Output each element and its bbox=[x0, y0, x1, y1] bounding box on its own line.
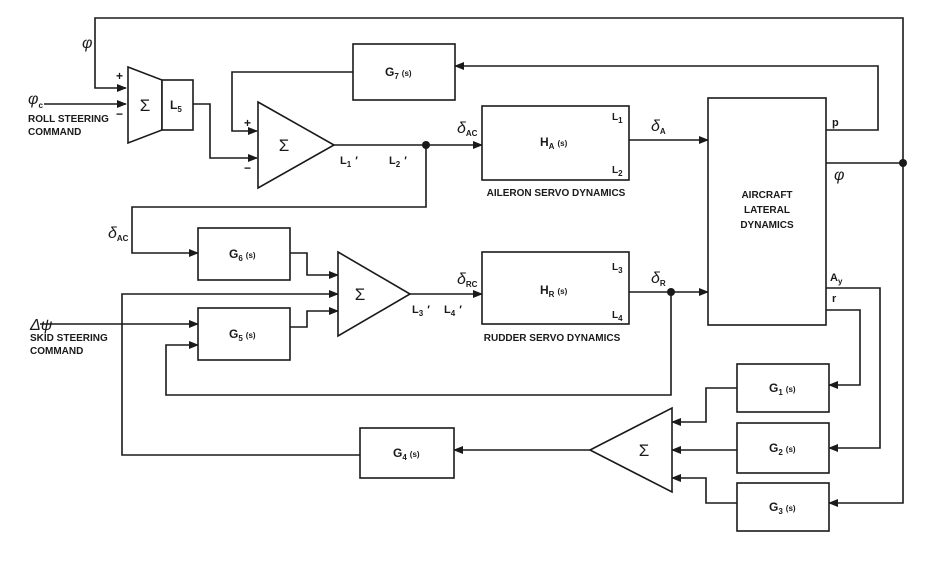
g2-label: G2(s) bbox=[769, 441, 796, 457]
p-output-label: p bbox=[832, 117, 839, 129]
l5-limiter-block bbox=[161, 79, 194, 131]
g1-block bbox=[736, 363, 830, 413]
l5-name: L5 bbox=[170, 98, 182, 114]
l4-label: L4 bbox=[612, 310, 623, 323]
ay-to-g2-line bbox=[826, 287, 881, 452]
phi-feedback-line bbox=[94, 17, 904, 163]
skid-command-label: COMMAND bbox=[30, 346, 83, 357]
aircraft-line-1: AIRCRAFT bbox=[741, 190, 792, 201]
l2-prime-label: L2′ bbox=[389, 155, 407, 169]
l1-label: L1 bbox=[612, 112, 623, 125]
g6-label: G6(s) bbox=[229, 247, 256, 263]
delta-a-label: δA bbox=[651, 118, 666, 136]
r-output-label: r bbox=[832, 293, 837, 305]
feedback-summer bbox=[588, 406, 673, 494]
l3-label: L3 bbox=[612, 262, 623, 275]
delta-ac-crossfeed-line bbox=[131, 145, 427, 257]
aircraft-line-2: LATERAL bbox=[744, 205, 790, 216]
p-to-g7-line bbox=[454, 62, 879, 131]
r-to-g1-line bbox=[826, 309, 861, 389]
hr-label: HR(s) bbox=[540, 283, 568, 299]
delta-psi-label: Δψ bbox=[29, 317, 53, 334]
delta-r-junction bbox=[667, 288, 675, 296]
yaw-summer-symbol: Σ bbox=[355, 285, 366, 304]
yaw-summer bbox=[337, 250, 412, 338]
roll-summer-plus-sign: + bbox=[244, 116, 251, 130]
phi-junction bbox=[899, 159, 907, 167]
g3-to-summer-line bbox=[671, 474, 737, 504]
g3-block bbox=[736, 482, 830, 532]
roll-input-summer-symbol: Σ bbox=[140, 96, 151, 115]
g5-label: G5(s) bbox=[229, 327, 256, 343]
g4-to-yaw-summer-line bbox=[121, 290, 360, 456]
g5-to-yaw-summer-line bbox=[290, 307, 339, 328]
phi-feedback-label: φ bbox=[82, 35, 92, 52]
l2-label: L2 bbox=[612, 165, 623, 178]
rudder-servo-block bbox=[481, 251, 630, 325]
skid-steering-label: SKID STEERING bbox=[30, 333, 108, 344]
g4-label: G4(s) bbox=[393, 446, 420, 462]
g7-label: G7(s) bbox=[385, 65, 412, 81]
delta-ac-label: δAC bbox=[457, 120, 478, 138]
roll-summer bbox=[257, 100, 336, 190]
rudder-servo-caption: RUDDER SERVO DYNAMICS bbox=[484, 333, 621, 344]
roll-input-plus-sign: + bbox=[116, 69, 123, 83]
aircraft-block bbox=[707, 97, 827, 326]
g7-block bbox=[352, 43, 456, 101]
aileron-servo-caption: AILERON SERVO DYNAMICS bbox=[487, 188, 626, 199]
phi-to-g3-line bbox=[826, 162, 904, 507]
roll-input-minus-sign: − bbox=[116, 107, 123, 121]
g1-label: G1(s) bbox=[769, 381, 796, 397]
aileron-servo-block bbox=[481, 105, 630, 181]
roll-steering-label: ROLL STEERING bbox=[28, 114, 109, 125]
delta-r-label: δR bbox=[651, 270, 666, 288]
ay-output-label: Ay bbox=[830, 272, 843, 286]
g2-block bbox=[736, 422, 830, 474]
l5-to-roll-summer-line bbox=[193, 103, 258, 162]
l4-prime-label: L4′ bbox=[444, 304, 462, 318]
roll-summer-symbol: Σ bbox=[279, 136, 290, 155]
phi-output-label: φ bbox=[834, 167, 844, 184]
l3-prime-label: L3′ bbox=[412, 304, 430, 318]
delta-ac-crossfeed-label: δAC bbox=[108, 225, 129, 243]
g3-label: G3(s) bbox=[769, 500, 796, 516]
feedback-summer-symbol: Σ bbox=[639, 441, 650, 460]
g1-to-summer-line bbox=[671, 387, 737, 426]
delta-ac-junction bbox=[422, 141, 430, 149]
g6-block bbox=[197, 227, 291, 281]
ha-label: HA(s) bbox=[540, 135, 568, 151]
g7-to-roll-summer-line bbox=[231, 71, 353, 135]
delta-r-feedback-line bbox=[165, 292, 672, 396]
l1-prime-label: L1′ bbox=[340, 155, 358, 169]
g6-to-yaw-summer-line bbox=[290, 252, 339, 279]
roll-command-label: COMMAND bbox=[28, 127, 81, 138]
delta-rc-label: δRC bbox=[457, 271, 478, 289]
aircraft-line-3: DYNAMICS bbox=[740, 220, 794, 231]
g4-block bbox=[359, 427, 455, 479]
roll-summer-minus-sign: − bbox=[244, 161, 251, 175]
phi-c-label: φc bbox=[28, 91, 43, 110]
g5-block bbox=[197, 307, 291, 361]
